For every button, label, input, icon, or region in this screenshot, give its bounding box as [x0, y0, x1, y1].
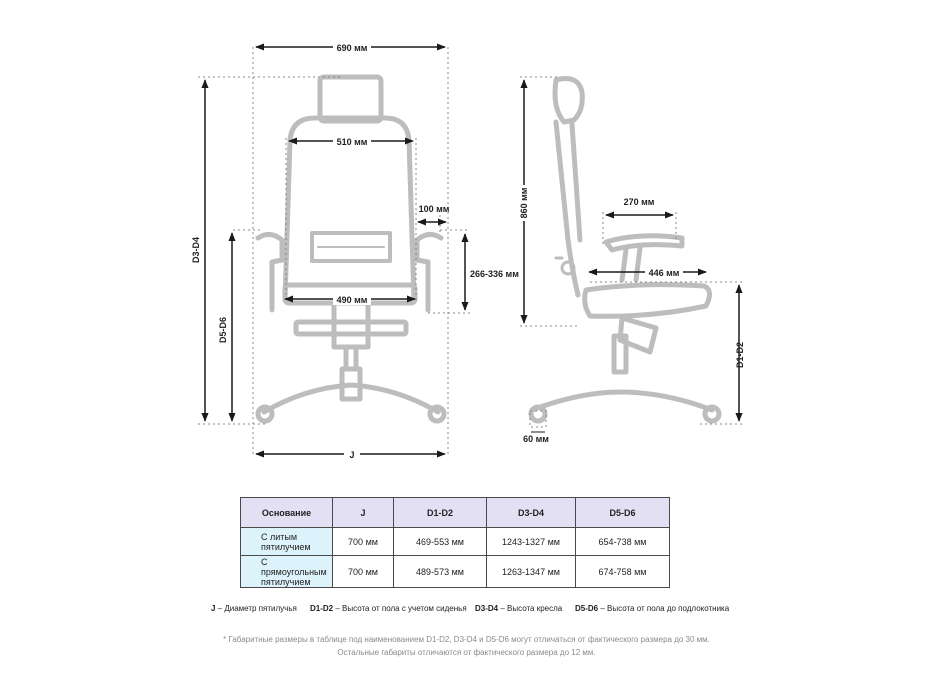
lumbar-support [310, 231, 392, 263]
header-d1d2: D1-D2 [393, 497, 487, 528]
label-wheel: 60 мм [523, 434, 549, 444]
label-armrest-length: 270 мм [624, 197, 655, 207]
label-width-back: 510 мм [337, 137, 368, 147]
legend-item-d5d6: D5-D6 – Высота от пола до подлокотника [575, 604, 730, 613]
footnote-other: Остальные габариты отличаются от фактиче… [337, 648, 596, 657]
front-dimension-lines [201, 43, 469, 458]
chair-dimension-drawing: 690 мм 510 мм 100 мм 266-336 мм 490 мм D… [191, 41, 745, 460]
header-d5d6: D5-D6 [575, 497, 670, 528]
cell-base: С прямоугольным пятилучием [240, 555, 333, 588]
cell-j: 700 мм [332, 555, 394, 588]
cell-d1d2: 469-553 мм [393, 527, 487, 556]
gas-lift [343, 344, 359, 372]
label-width-outer: 690 мм [337, 43, 368, 53]
side-armrest [603, 233, 685, 253]
label-height-armrest: D5-D6 [218, 317, 228, 343]
cell-d3d4: 1243-1327 мм [486, 527, 576, 556]
cell-j: 700 мм [332, 527, 394, 556]
cell-d1d2: 489-573 мм [393, 555, 487, 588]
side-guides [520, 76, 744, 428]
side-caster-right [702, 404, 722, 424]
label-seat-depth: 446 мм [649, 268, 680, 278]
dimensions-table: Основание J D1-D2 D3-D4 D5-D6 С литым пя… [240, 497, 670, 588]
label-armrest-height: 266-336 мм [470, 269, 519, 279]
cell-d5d6: 674-758 мм [575, 555, 670, 588]
seat-mechanism [293, 319, 409, 337]
label-height-total: D3-D4 [191, 237, 201, 263]
header-j: J [332, 497, 394, 528]
side-seat [582, 282, 712, 319]
footnote-tolerance: * Габаритные размеры в таблице под наиме… [223, 635, 710, 644]
legend-item-d1d2: D1-D2 – Высота от пола с учетом сиденья [310, 604, 467, 613]
base-star [261, 382, 441, 415]
front-guides [198, 47, 470, 454]
legend-item-d3d4: D3-D4 – Высота кресла [475, 604, 563, 613]
caster-right [427, 404, 447, 424]
chair-side-view [528, 76, 722, 424]
table-header-row: Основание J D1-D2 D3-D4 D5-D6 [240, 497, 670, 528]
caster-left [255, 404, 275, 424]
label-seat-height: D1-D2 [735, 342, 745, 368]
cell-d5d6: 654-738 мм [575, 527, 670, 556]
armrest-left [255, 232, 285, 313]
side-backrest [553, 119, 581, 298]
side-lumbar-knob [560, 260, 576, 276]
table-row: С литым пятилучием 700 мм 469-553 мм 124… [240, 527, 670, 556]
label-back-height: 860 мм [519, 187, 529, 218]
header-base: Основание [240, 497, 333, 528]
side-base [529, 389, 715, 413]
side-caster-left [528, 404, 548, 424]
side-gas-lift [611, 333, 629, 375]
headrest [317, 74, 384, 124]
label-seat-width: 490 мм [337, 295, 368, 305]
label-base-diameter: J [349, 450, 354, 460]
cell-d3d4: 1263-1347 мм [486, 555, 576, 588]
legend-item-j: J – Диаметр пятилучья [211, 604, 297, 613]
side-mechanism [617, 315, 659, 355]
backrest-frame [282, 115, 417, 303]
label-armrest-offset: 100 мм [419, 204, 450, 214]
armrest-right [414, 232, 444, 313]
cell-base: С литым пятилучием [240, 527, 333, 556]
header-d3d4: D3-D4 [486, 497, 576, 528]
table-row: С прямоугольным пятилучием 700 мм 489-57… [240, 555, 670, 588]
side-headrest [552, 76, 585, 125]
